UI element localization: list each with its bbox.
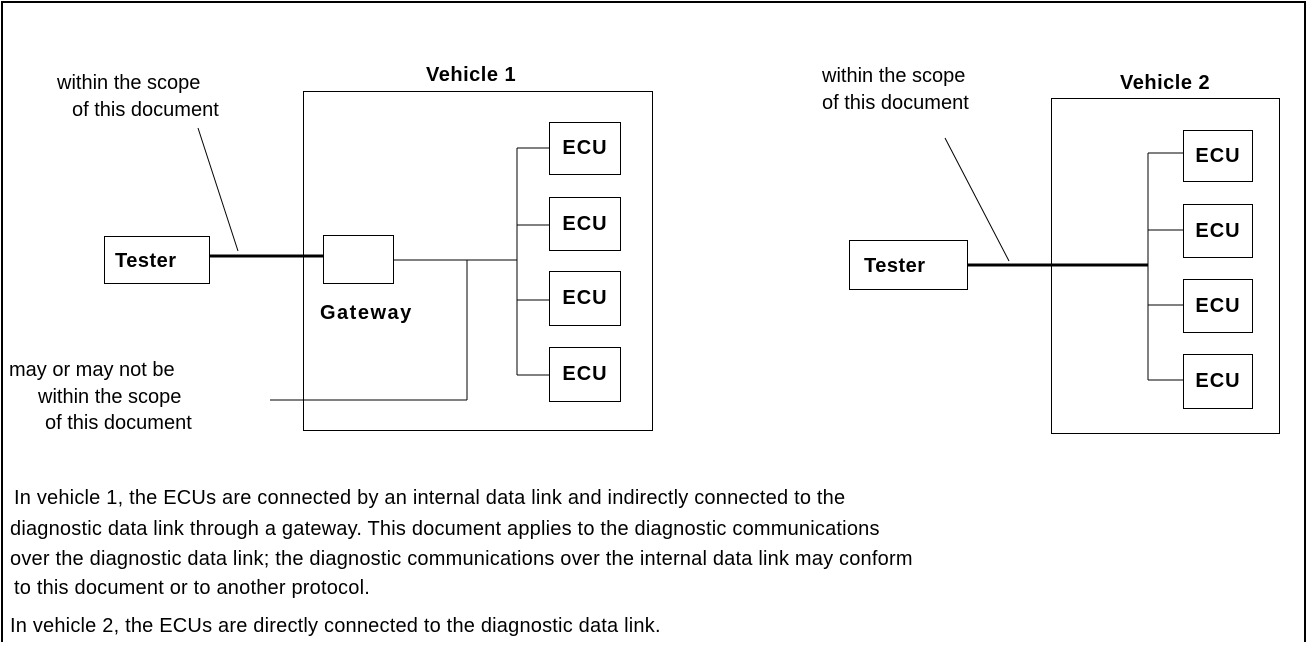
caption-p2: In vehicle 2, the ECUs are directly conn…	[10, 615, 661, 637]
vehicle-1-boundary	[303, 91, 653, 431]
v1-gateway-label: Gateway	[320, 302, 413, 324]
caption-p1-line3: over the diagnostic data link; the diagn…	[10, 548, 913, 570]
v1-internal-note-line1: may or may not be	[9, 359, 175, 381]
v1-tester-box: Tester	[104, 236, 210, 284]
v2-ecu-4: ECU	[1183, 354, 1253, 409]
v1-internal-note-line3: of this document	[45, 412, 192, 434]
vehicle-2-title: Vehicle 2	[1120, 72, 1211, 94]
v2-scope-note-line2: of this document	[822, 92, 969, 114]
v1-gateway-box	[323, 235, 394, 284]
v1-tester-label: Tester	[115, 250, 177, 272]
caption-p1-line1: In vehicle 1, the ECUs are connected by …	[14, 487, 846, 509]
v1-internal-note-line2: within the scope	[38, 386, 182, 408]
v2-scope-pointer	[944, 137, 1010, 262]
v2-ecu-2: ECU	[1183, 204, 1253, 258]
v1-ecu-3: ECU	[549, 271, 621, 326]
caption-p1-line2: diagnostic data link through a gateway. …	[10, 518, 880, 540]
v1-ecu-2: ECU	[549, 197, 621, 251]
vehicle-1-title: Vehicle 1	[426, 64, 517, 86]
v1-scope-pointer	[197, 127, 239, 252]
v2-scope-note-line1: within the scope	[822, 65, 966, 87]
v1-ecu-4: ECU	[549, 347, 621, 402]
v2-ecu-3: ECU	[1183, 279, 1253, 333]
v1-ecu-1: ECU	[549, 122, 621, 175]
v1-scope-note-line2: of this document	[72, 99, 219, 121]
vehicle-2-boundary	[1051, 98, 1280, 434]
caption-p1-line4: to this document or to another protocol.	[14, 577, 370, 599]
v2-tester-label: Tester	[864, 255, 926, 277]
v2-tester-box: Tester	[849, 240, 968, 290]
v1-scope-note-line1: within the scope	[57, 72, 201, 94]
v2-ecu-1: ECU	[1183, 130, 1253, 182]
